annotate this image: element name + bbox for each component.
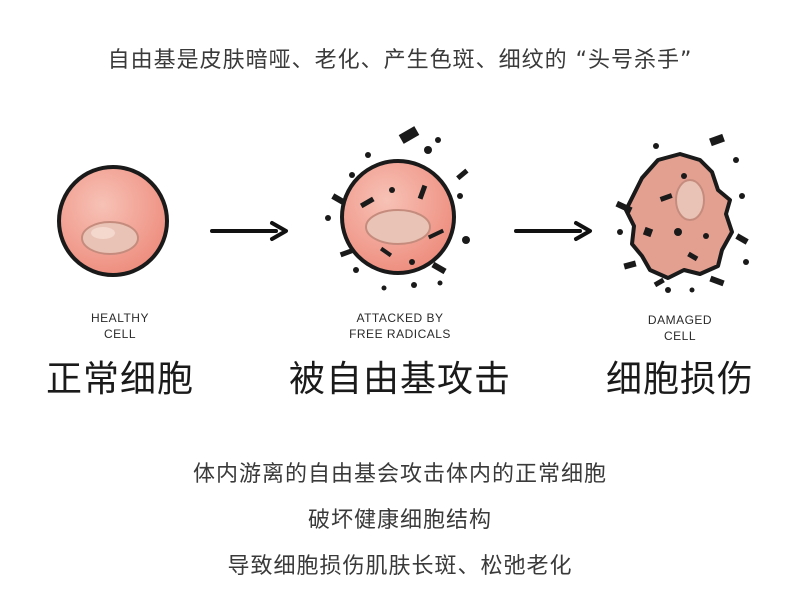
description-line-3: 导致细胞损伤肌肤长斑、松弛老化 (227, 554, 573, 579)
healthy-cell-body (57, 165, 169, 277)
attacked-cell-illustration (325, 126, 470, 291)
stage-attacked-en-label: ATTACKED BY FREE RADICALS (349, 311, 451, 341)
healthy-cell-illustration (57, 165, 169, 277)
description-line-1: 体内游离的自由基会攻击体内的正常细胞 (192, 462, 607, 487)
damaged-cell-body (624, 152, 734, 280)
stage-healthy-en-label: HEALTHY CELL (91, 311, 149, 341)
headline: 自由基是皮肤暗哑、老化、产生色斑、细纹的 “头号杀手” (107, 48, 693, 73)
arrow-right-icon (514, 221, 592, 241)
healthy-cell-nucleus (81, 221, 139, 255)
description-line-2: 破坏健康细胞结构 (307, 508, 492, 533)
stage-healthy-zh-label: 正常细胞 (45, 359, 194, 400)
damaged-cell-illustration (615, 133, 749, 293)
attacked-cell-nucleus (365, 209, 431, 245)
damaged-cell-nucleus (675, 179, 705, 221)
stage-damaged-en-label: DAMAGED CELL (647, 313, 713, 343)
free-radical-particles (325, 126, 470, 291)
debris-particles (615, 133, 749, 293)
stage-damaged-zh-label: 细胞损伤 (605, 359, 754, 400)
arrow-right-icon (210, 221, 288, 241)
stage-attacked-zh-label: 被自由基攻击 (288, 359, 511, 400)
